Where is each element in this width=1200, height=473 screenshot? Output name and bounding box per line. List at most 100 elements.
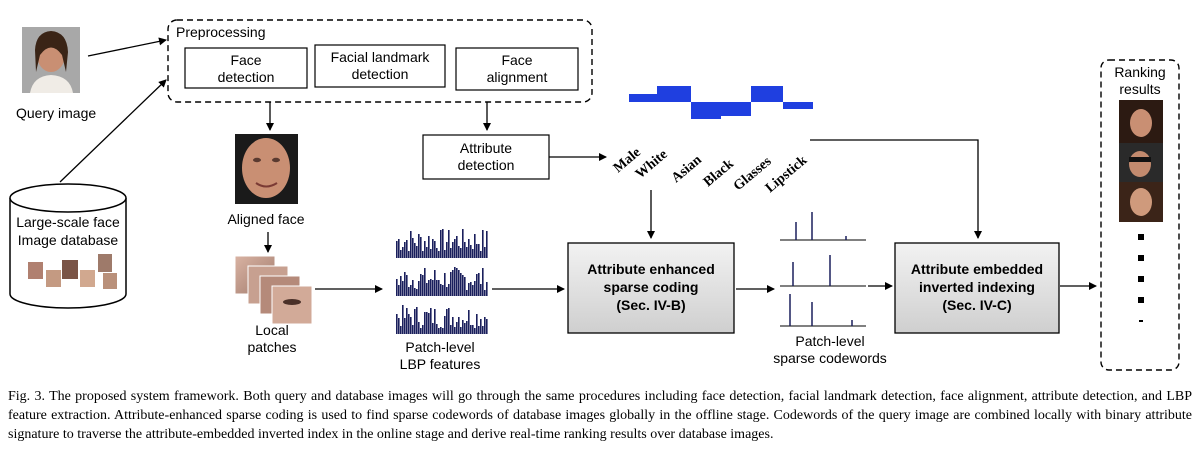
lbp-bar <box>472 249 474 258</box>
lbp-bar <box>460 273 462 296</box>
lbp-bar <box>432 280 434 296</box>
lbp-bar <box>438 251 440 258</box>
face-detection-line1: Face <box>230 52 261 68</box>
lbp-bar <box>456 236 458 258</box>
lbp-bar <box>424 268 426 296</box>
query-image <box>22 27 80 93</box>
lbp-bar <box>436 280 438 296</box>
lbp-bar <box>440 284 442 296</box>
lbp-bar <box>476 314 478 334</box>
ranking-container <box>1100 59 1180 371</box>
inverted-indexing-line3: (Sec. IV-C) <box>942 297 1011 313</box>
lbp-bar <box>432 239 434 258</box>
aligned-face-icon <box>235 134 298 204</box>
lbp-bar <box>434 309 436 334</box>
arrow-attributes-to-indexing <box>810 139 982 239</box>
attribute-detection-line2: detection <box>458 157 515 173</box>
lbp-bar <box>478 326 480 334</box>
lbp-bar <box>452 270 454 296</box>
lbp-bar <box>422 325 424 334</box>
attribute-detection-box <box>422 134 550 180</box>
database-label-line2: Image database <box>18 232 119 248</box>
lbp-bar <box>482 230 484 258</box>
ranking-ellipsis <box>1138 234 1144 322</box>
lbp-bar <box>416 307 418 334</box>
lbp-bar <box>468 283 470 296</box>
lbp-bar <box>408 314 410 334</box>
lbp-bar <box>402 305 404 334</box>
lbp-bar <box>480 284 482 296</box>
lbp-bar <box>462 229 464 258</box>
lbp-bar <box>482 268 484 296</box>
lbp-bar <box>484 317 486 334</box>
lbp-bar <box>464 323 466 334</box>
lbp-bar <box>400 250 402 258</box>
lbp-bar <box>444 250 446 258</box>
sparse-codewords-plots <box>780 212 866 327</box>
lbp-histograms <box>396 229 488 334</box>
query-image-label: Query image <box>16 105 96 121</box>
lbp-bar <box>430 308 432 334</box>
lbp-bar <box>436 248 438 258</box>
face-alignment-line2: alignment <box>487 69 548 85</box>
lbp-bar <box>396 279 398 296</box>
lbp-bar <box>396 241 398 258</box>
lbp-label-line2: LBP features <box>400 356 481 372</box>
lbp-bar <box>466 290 468 296</box>
lbp-bar <box>426 312 428 334</box>
lbp-bar <box>484 247 486 258</box>
lbp-bar <box>412 325 414 334</box>
lbp-bar <box>482 326 484 334</box>
lbp-bar <box>408 287 410 296</box>
lbp-bar <box>468 310 470 334</box>
lbp-bar <box>440 327 442 334</box>
lbp-bar <box>452 242 454 258</box>
lbp-bar <box>448 284 450 296</box>
lbp-bar <box>474 234 476 258</box>
lbp-bar <box>462 320 464 334</box>
framework-diagram: Query image Large-scale face Image datab… <box>9 19 1180 372</box>
lbp-bar <box>428 280 430 296</box>
lbp-bar <box>458 317 460 334</box>
lbp-bar <box>468 239 470 258</box>
attribute-detection-line1: Attribute <box>460 140 512 156</box>
lbp-bar <box>406 275 408 296</box>
inverted-indexing-line2: inverted indexing <box>919 279 1035 295</box>
lbp-bar <box>454 267 456 296</box>
lbp-bar <box>444 316 446 334</box>
lbp-bar <box>456 322 458 334</box>
lbp-bar <box>418 281 420 296</box>
lbp-bar <box>410 317 412 334</box>
lbp-bar <box>478 244 480 258</box>
lbp-bar <box>422 275 424 296</box>
local-patches-line2: patches <box>247 339 296 355</box>
lbp-bar <box>486 282 488 296</box>
ranking-result-2 <box>1119 143 1163 183</box>
lbp-bar <box>476 244 478 258</box>
lbp-bar <box>418 234 420 258</box>
lbp-bar <box>470 245 472 258</box>
lbp-bar <box>428 236 430 258</box>
lbp-bar <box>450 325 452 334</box>
lbp-bar <box>446 309 448 334</box>
ranking-result-3 <box>1119 182 1163 222</box>
lbp-bar <box>400 276 402 296</box>
lbp-bar <box>402 281 404 296</box>
lbp-bar <box>472 325 474 334</box>
lbp-bar <box>470 282 472 296</box>
lbp-bar <box>446 242 448 258</box>
lbp-bar <box>428 313 430 334</box>
face-detection-line2: detection <box>218 69 275 85</box>
lbp-bar <box>480 319 482 334</box>
lbp-bar <box>398 318 400 334</box>
lbp-bar <box>436 324 438 334</box>
lbp-bar <box>448 308 450 334</box>
sparse-coding-line1: Attribute enhanced <box>587 261 715 277</box>
ranking-label-line1: Ranking <box>1114 64 1165 80</box>
lbp-bar <box>458 270 460 296</box>
lbp-bar <box>420 237 422 258</box>
lbp-bar <box>478 273 480 296</box>
lbp-bar <box>458 246 460 258</box>
lbp-bar <box>448 230 450 258</box>
